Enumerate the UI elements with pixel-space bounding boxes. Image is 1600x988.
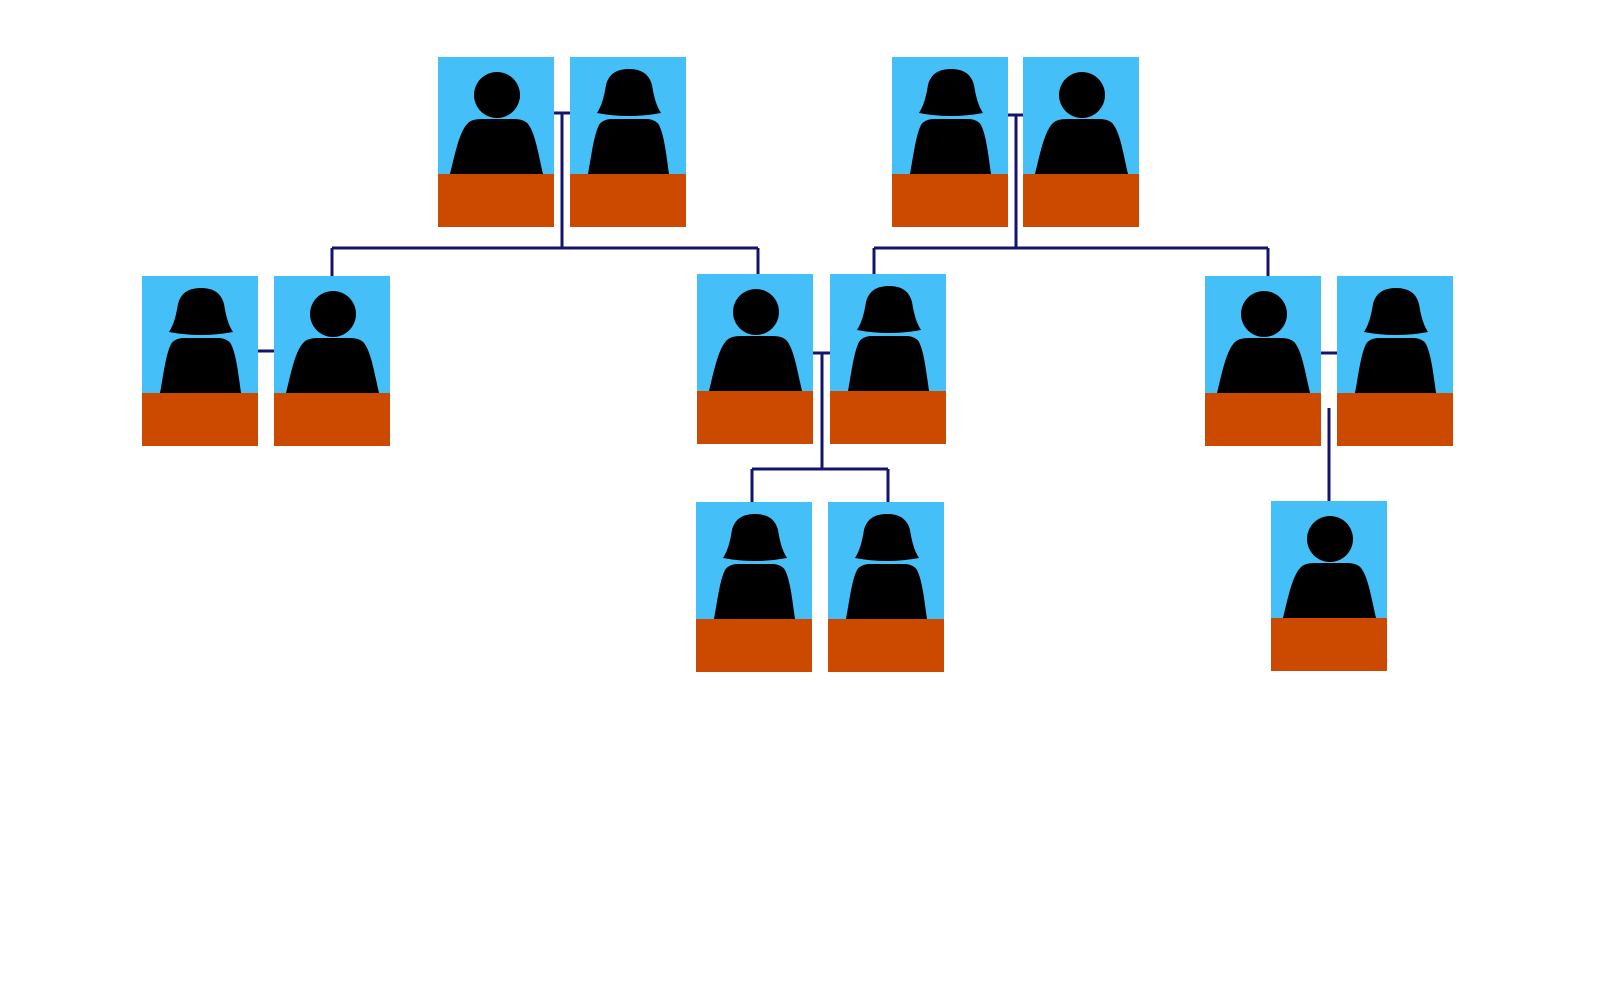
connector-line-5 xyxy=(1321,351,1337,501)
person-card-gen3-3 xyxy=(1271,501,1387,671)
male-silhouette-icon xyxy=(1283,516,1376,618)
name-plate xyxy=(696,619,812,672)
connector-line-1 xyxy=(330,111,760,276)
person-card-gen2-2-2 xyxy=(830,274,946,444)
female-silhouette-icon xyxy=(848,286,929,391)
name-plate xyxy=(1337,393,1453,446)
name-plate xyxy=(828,619,944,672)
name-plate xyxy=(1205,393,1321,446)
person-card-gen1-1-2 xyxy=(570,57,686,227)
name-plate xyxy=(438,174,554,227)
person-card-gen2-3-2 xyxy=(1337,276,1453,446)
name-plate xyxy=(570,174,686,227)
person-card-gen2-2-1 xyxy=(697,274,813,444)
person-card-gen1-2-2 xyxy=(1023,57,1139,227)
connector-line-4 xyxy=(750,351,890,502)
person-card-gen2-3-1 xyxy=(1205,276,1321,446)
connector-line-2 xyxy=(872,113,1270,276)
person-card-gen3-2 xyxy=(828,502,944,672)
male-silhouette-icon xyxy=(286,291,379,393)
female-silhouette-icon xyxy=(1355,288,1436,393)
name-plate xyxy=(697,391,813,444)
name-plate xyxy=(142,393,258,446)
person-card-gen3-1 xyxy=(696,502,812,672)
name-plate xyxy=(830,391,946,444)
person-card-gen1-1-1 xyxy=(438,57,554,227)
female-silhouette-icon xyxy=(714,514,795,619)
name-plate xyxy=(1023,174,1139,227)
female-silhouette-icon xyxy=(588,69,669,174)
male-silhouette-icon xyxy=(1035,72,1128,174)
female-silhouette-icon xyxy=(910,69,991,174)
person-cards xyxy=(142,57,1453,672)
person-card-gen2-1-1 xyxy=(142,276,258,446)
connector-lines xyxy=(258,111,1337,502)
female-silhouette-icon xyxy=(846,514,927,619)
female-silhouette-icon xyxy=(160,288,241,393)
male-silhouette-icon xyxy=(450,72,543,174)
name-plate xyxy=(1271,618,1387,671)
male-silhouette-icon xyxy=(709,289,802,391)
male-silhouette-icon xyxy=(1217,291,1310,393)
name-plate xyxy=(274,393,390,446)
person-card-gen1-2-1 xyxy=(892,57,1008,227)
name-plate xyxy=(892,174,1008,227)
person-card-gen2-1-2 xyxy=(274,276,390,446)
